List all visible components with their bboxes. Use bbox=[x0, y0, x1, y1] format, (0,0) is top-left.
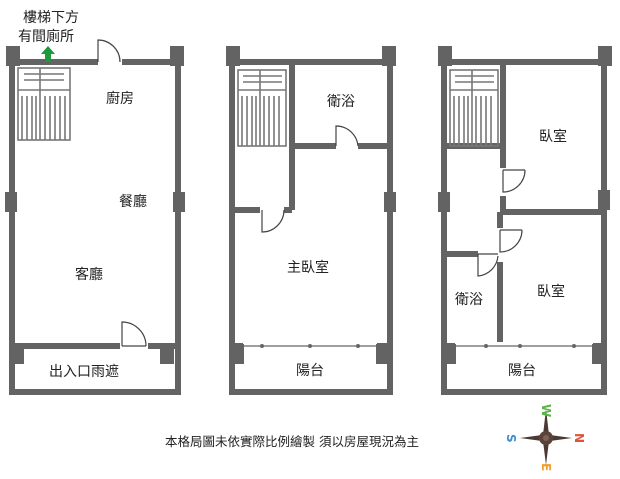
pillar bbox=[382, 46, 396, 66]
dining-label: 餐廳 bbox=[119, 193, 147, 210]
pillar bbox=[598, 190, 610, 210]
pillar bbox=[592, 344, 606, 364]
floor-3-balcony-label: 陽台 bbox=[508, 363, 536, 379]
pillar bbox=[230, 344, 244, 364]
master-bedroom-label: 主臥室 bbox=[287, 259, 329, 276]
floor-3-bedroom-top-door bbox=[502, 169, 526, 193]
pillar bbox=[6, 46, 20, 66]
floor-3-bedroom-bottom-door bbox=[499, 229, 523, 253]
pillar bbox=[170, 46, 184, 66]
floor-3-bath-door bbox=[477, 253, 499, 277]
floor-2-bath-label: 衛浴 bbox=[327, 94, 355, 110]
floor-3-bath-label: 衛浴 bbox=[455, 292, 483, 308]
stair-note-line-2: 有間廁所 bbox=[18, 28, 74, 45]
pillar bbox=[376, 344, 390, 364]
compass-east-letter: E bbox=[539, 463, 553, 471]
pillar bbox=[442, 344, 456, 364]
floor-2-plan: 衛浴 主臥室 陽台 bbox=[226, 46, 396, 395]
floor-2-bath-door bbox=[335, 125, 359, 147]
floor-3-staircase bbox=[449, 69, 499, 147]
floor-1-staircase bbox=[17, 67, 71, 141]
floor-3-outer-wall bbox=[441, 59, 607, 395]
entrance-canopy-label: 出入口雨遮 bbox=[49, 364, 119, 380]
floor-2-staircase bbox=[237, 69, 287, 147]
pillar bbox=[173, 192, 185, 212]
disclaimer-note: 本格局圖未依實際比例繪製 須以房屋現況為主 bbox=[165, 434, 419, 449]
floor-2-outer-wall bbox=[229, 59, 393, 395]
pillar bbox=[10, 344, 24, 364]
floor-1-plan: 樓梯下方 有間廁所 廚房 餐廳 客廳 出入口雨遮 bbox=[5, 10, 185, 395]
floor-3-bedroom-bottom-label: 臥室 bbox=[537, 283, 565, 300]
living-room-label: 客廳 bbox=[75, 266, 103, 283]
pillar bbox=[160, 344, 174, 364]
pillar bbox=[226, 46, 240, 66]
stair-note-line-1: 樓梯下方 bbox=[23, 10, 79, 26]
compass-rose-icon: W S N E bbox=[504, 404, 586, 471]
floor-3-plan: 臥室 衛浴 臥室 陽台 bbox=[438, 46, 612, 395]
pillar bbox=[598, 46, 612, 66]
floor-1-entrance-door bbox=[121, 321, 147, 347]
floor-3-bedroom-top-label: 臥室 bbox=[539, 128, 567, 145]
compass-west-letter: W bbox=[539, 404, 553, 417]
pillar bbox=[438, 46, 452, 66]
kitchen-label: 廚房 bbox=[106, 90, 134, 107]
compass-north-letter: N bbox=[572, 433, 586, 443]
pillar bbox=[438, 192, 450, 212]
stair-note-arrow-icon bbox=[41, 46, 55, 62]
floor-1-outer-wall bbox=[9, 59, 181, 395]
pillar bbox=[5, 192, 17, 212]
pillar bbox=[384, 192, 396, 212]
floor-2-balcony-label: 陽台 bbox=[296, 363, 324, 379]
floor-1-top-door bbox=[97, 39, 121, 63]
compass-south-letter: S bbox=[504, 434, 518, 443]
floor-2-stair-door bbox=[261, 209, 285, 233]
